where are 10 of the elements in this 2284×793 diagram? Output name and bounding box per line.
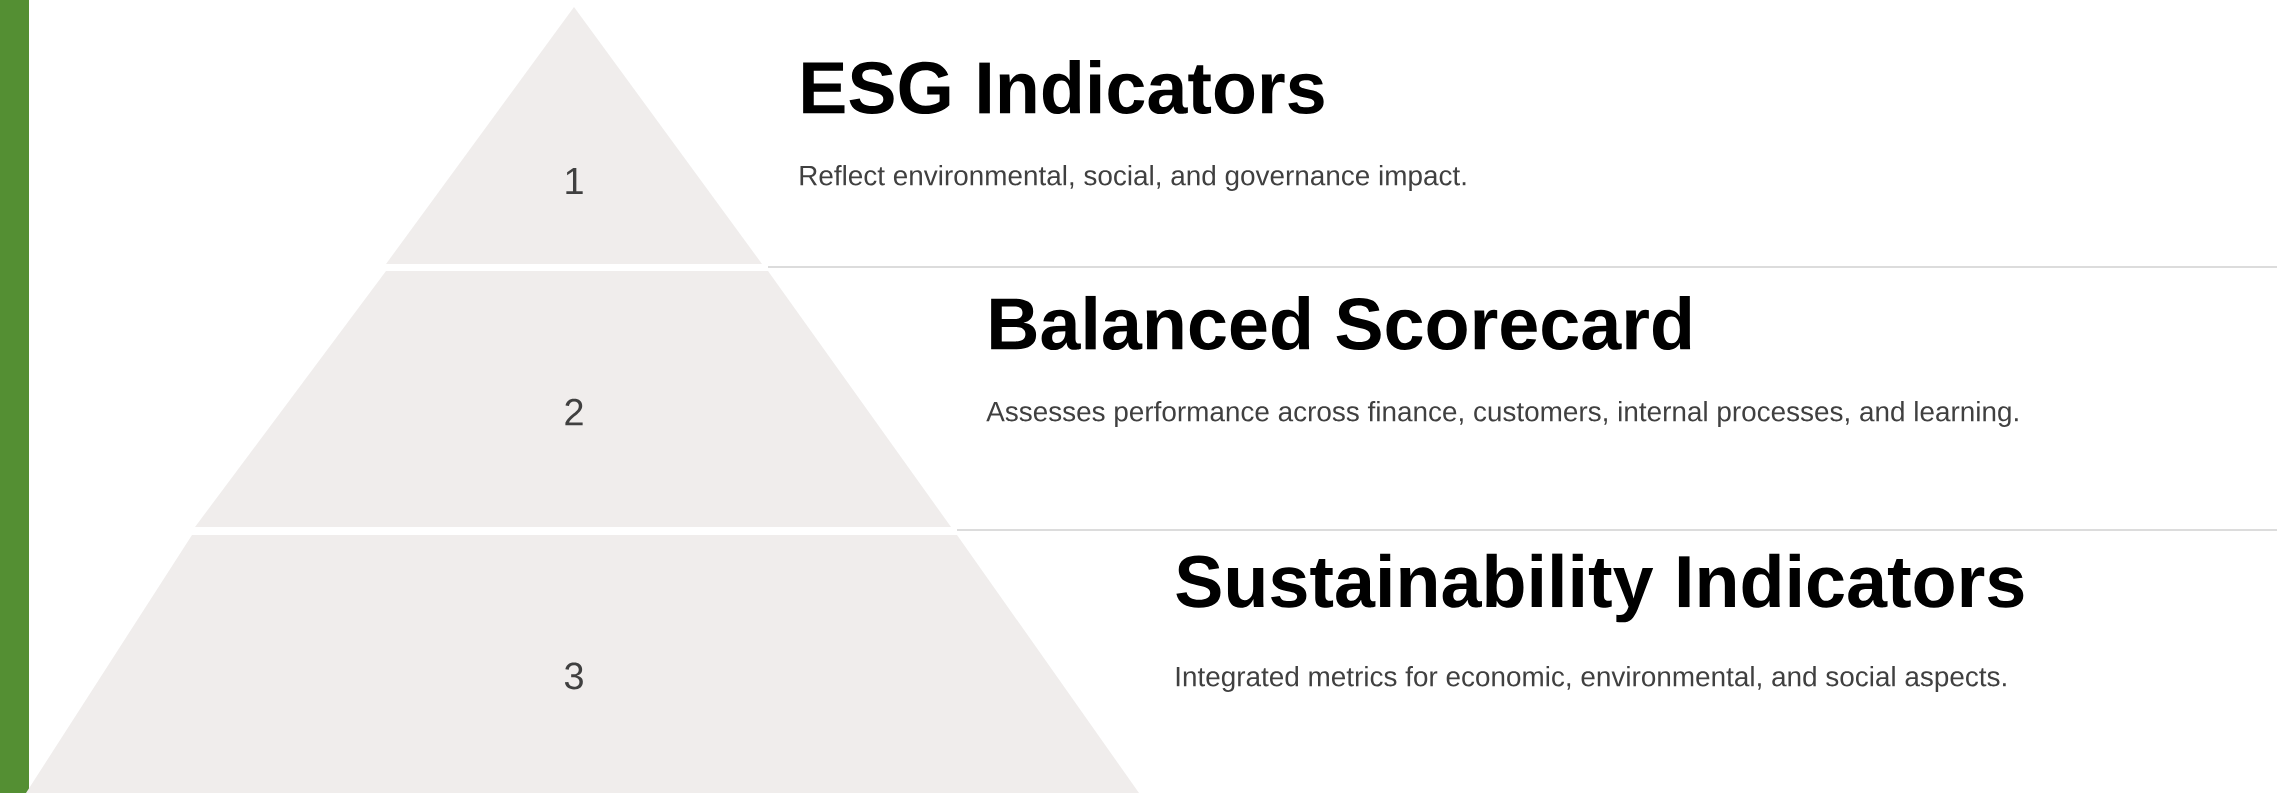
tier-description: Reflect environmental, social, and governance impact. [800, 165, 1466, 191]
pyramid-tier: 1 [386, 7, 762, 264]
tier-title: Sustainability Indicators [1176, 553, 2024, 623]
tier-description: Assesses performance across finance, customers, internal processes, and learning. [986, 401, 2018, 427]
side-bar [0, 0, 29, 793]
pyramid-tier: 2 [195, 271, 951, 527]
tier-title: Balanced Scorecard [991, 295, 1691, 351]
tier-description: Integrated metrics for economic, environmental, and social aspects. [1176, 666, 2006, 692]
tier-title: ESG Indicators [803, 59, 1324, 115]
pyramid-tier: 3 [26, 535, 1139, 793]
